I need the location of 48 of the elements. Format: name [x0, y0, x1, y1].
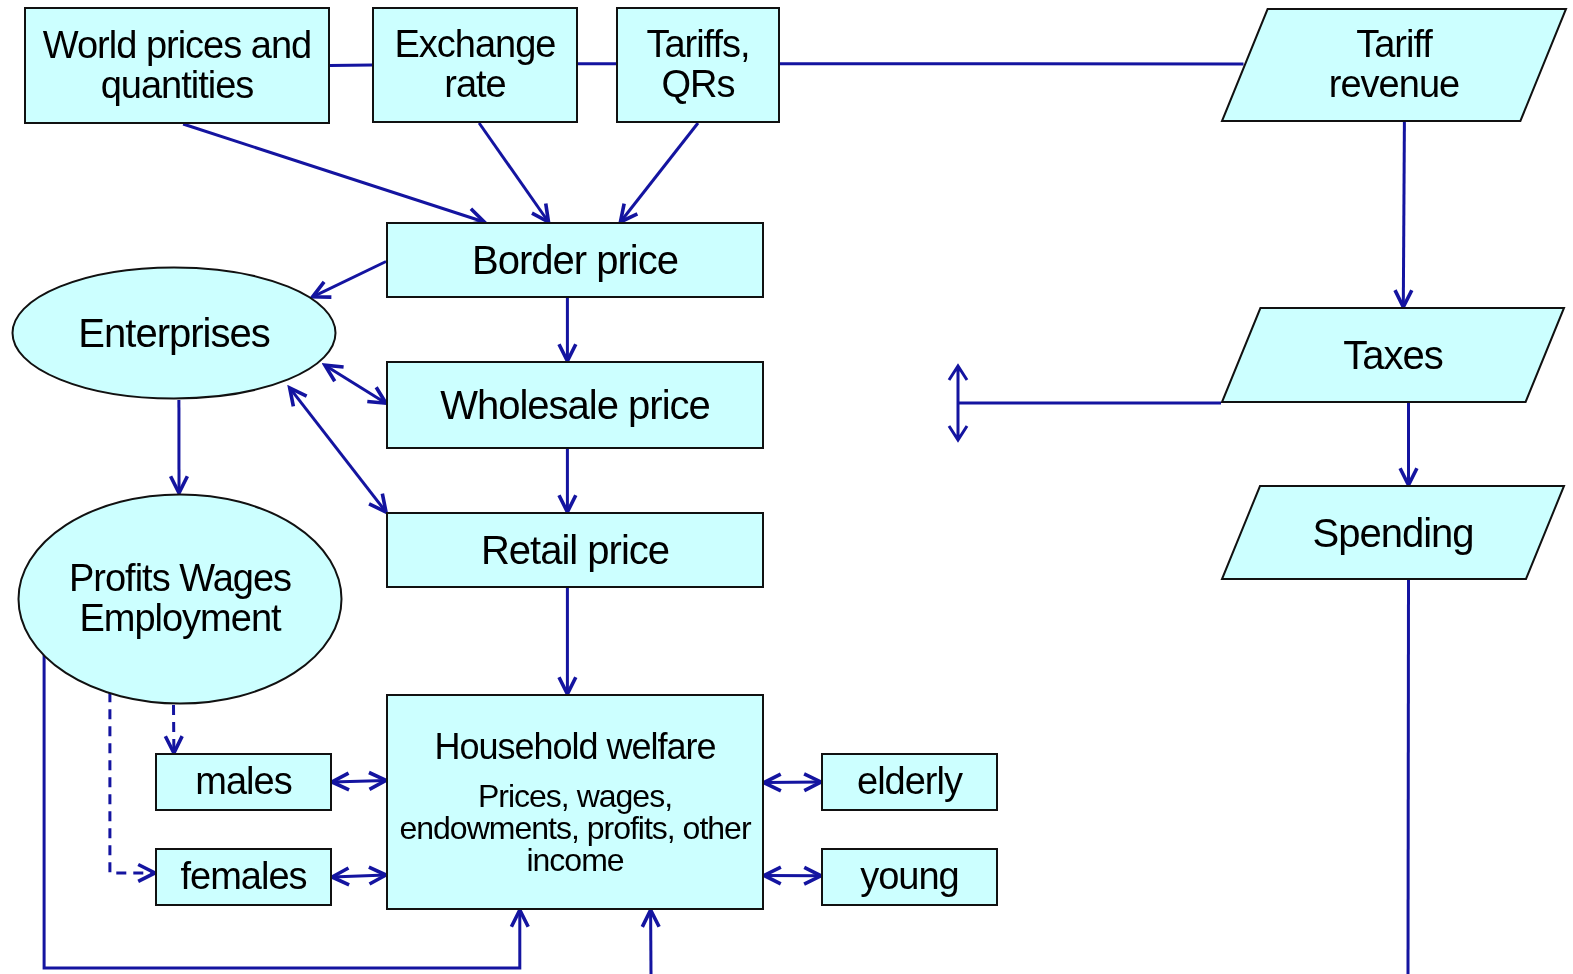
node-description: Prices, wages, endowments, profits, other income	[398, 779, 752, 876]
node-label: Enterprises	[77, 312, 271, 354]
process-box	[155, 753, 332, 811]
node-label: elderly	[856, 762, 964, 802]
node-label: Tariff revenue	[1327, 25, 1461, 105]
node-label: Exchange rate	[393, 25, 557, 105]
arrow	[557, 298, 578, 363]
ellipse-node	[17, 493, 343, 705]
arrow	[163, 705, 184, 755]
arrow	[557, 588, 578, 696]
node-label: young	[859, 857, 960, 897]
node-label: Tariffs, QRs	[645, 25, 751, 105]
process-box	[821, 848, 998, 906]
arrow	[1393, 122, 1414, 309]
arrow	[477, 122, 551, 224]
node-label: males	[194, 762, 293, 802]
arrow	[42, 655, 530, 970]
process-box	[372, 7, 578, 123]
parallelogram-node	[1221, 307, 1565, 403]
process-box	[386, 512, 764, 588]
node-label: Profits Wages Employment	[67, 559, 293, 639]
arrow	[108, 692, 157, 884]
process-box	[155, 848, 332, 906]
node-label: Retail price	[479, 529, 671, 571]
node-label: Spending	[1311, 511, 1475, 554]
process-box	[386, 222, 764, 298]
process-box	[24, 7, 330, 124]
arrow	[310, 260, 387, 299]
process-box	[386, 694, 764, 910]
node-label: females	[179, 857, 308, 897]
arrow	[1398, 403, 1419, 487]
process-box	[386, 361, 764, 449]
node-label: World prices and quantities	[41, 25, 313, 106]
arrow	[168, 400, 190, 495]
process-box	[821, 753, 998, 811]
parallelogram-node	[1221, 8, 1567, 122]
node-label: Border price	[471, 239, 679, 281]
arrow	[287, 386, 388, 514]
node-label: Taxes	[1342, 334, 1444, 376]
arrow	[323, 363, 388, 405]
node-label: Household welfare	[433, 728, 717, 766]
node-label: Wholesale price	[439, 384, 711, 426]
process-box	[616, 7, 780, 123]
arrow	[640, 908, 661, 974]
ellipse-node	[11, 266, 337, 400]
arrow	[618, 122, 700, 224]
parallelogram-node	[1221, 485, 1565, 580]
arrow	[557, 449, 578, 514]
